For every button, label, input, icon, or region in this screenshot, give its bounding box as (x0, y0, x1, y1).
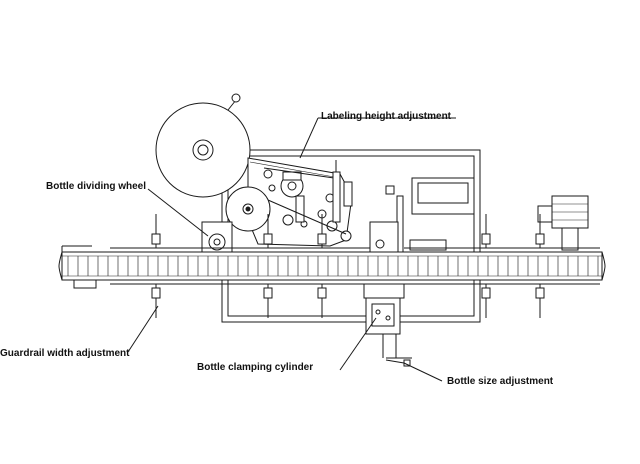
guardrail-posts (151, 214, 545, 318)
guardrail-post (263, 214, 273, 318)
size-adjust-screw (385, 334, 412, 367)
guardrail-post (317, 214, 327, 318)
rewind-roll (225, 186, 271, 232)
guardrail-post (481, 214, 491, 318)
drive-motor (537, 195, 589, 251)
label-clamping-cylinder: Bottle clamping cylinder (197, 362, 313, 373)
labeling-head (263, 167, 353, 242)
guardrail-post (535, 214, 545, 318)
guardrails (110, 247, 600, 285)
height-adjust-post (332, 160, 341, 223)
sensor-pillar (369, 185, 404, 257)
control-box (409, 177, 475, 251)
guardrail-post (151, 214, 161, 318)
conveyor-belt (58, 245, 606, 289)
dividing-wheel-assembly (201, 221, 233, 253)
leader-lines (127, 117, 456, 382)
label-guardrail-width: Guardrail width adjustment (0, 348, 130, 359)
label-roll (155, 93, 251, 198)
clamping-cylinder (363, 283, 405, 358)
label-dividing-wheel: Bottle dividing wheel (46, 181, 146, 192)
label-size-adjustment: Bottle size adjustment (447, 376, 554, 387)
label-labeling-height: Labeling height adjustment (321, 111, 452, 122)
